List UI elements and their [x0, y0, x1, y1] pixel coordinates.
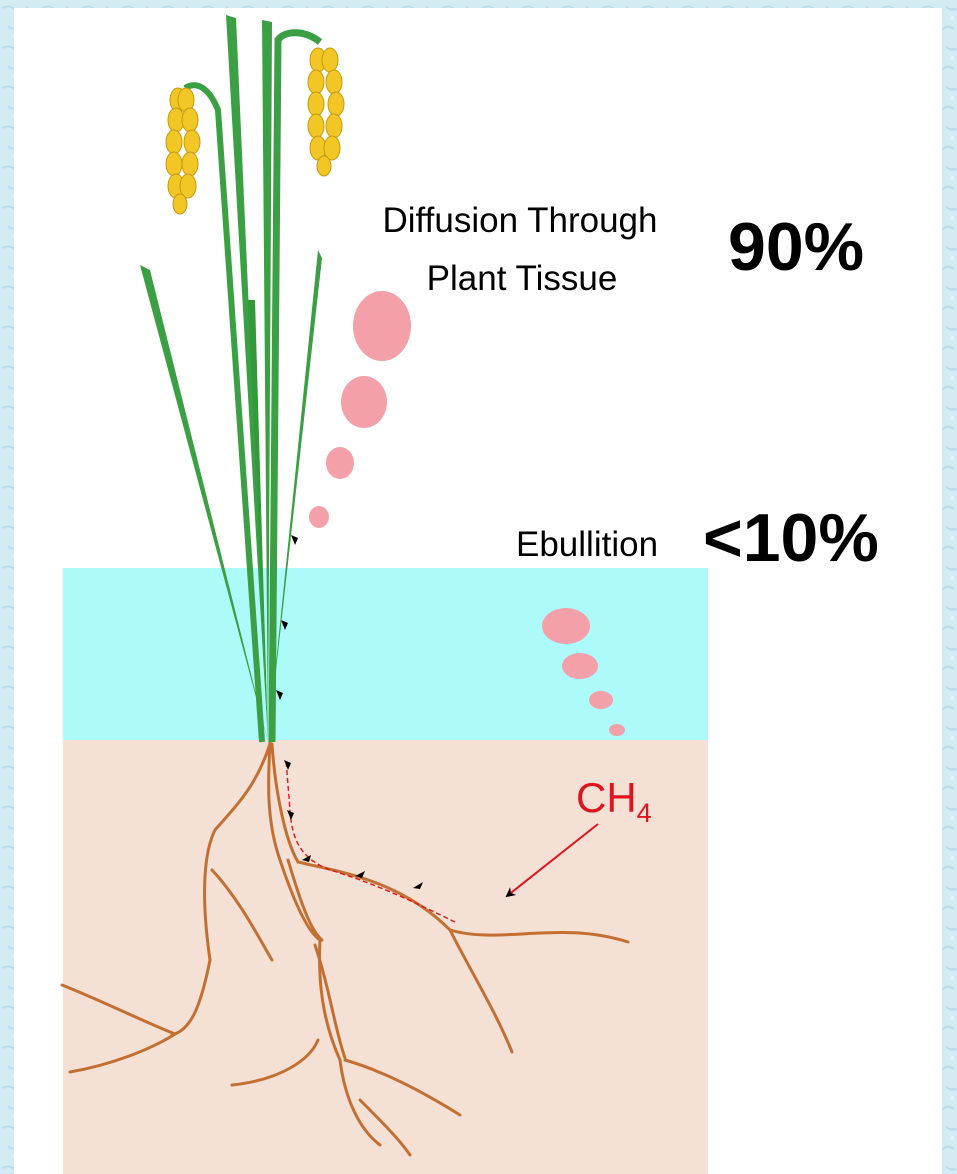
gas-bubble-icon: [326, 447, 354, 479]
methane-label-main: CH: [576, 774, 637, 821]
gas-bubble-icon: [309, 506, 329, 528]
gas-bubble-icon: [341, 376, 387, 428]
gas-bubble-icon: [609, 724, 625, 736]
ebullition-percent: <10%: [703, 500, 879, 576]
gas-bubble-icon: [542, 608, 590, 644]
diffusion-label-line2: Plant Tissue: [427, 259, 618, 298]
gas-bubble-icon: [353, 291, 411, 361]
gas-bubble-icon: [562, 653, 598, 679]
water-layer: [63, 568, 708, 740]
diffusion-percent: 90%: [728, 209, 864, 285]
diffusion-label-line1: Diffusion Through: [383, 201, 658, 240]
gas-bubble-icon: [589, 691, 613, 709]
methane-label-subscript: 4: [637, 798, 652, 828]
ebullition-label: Ebullition: [516, 525, 658, 564]
